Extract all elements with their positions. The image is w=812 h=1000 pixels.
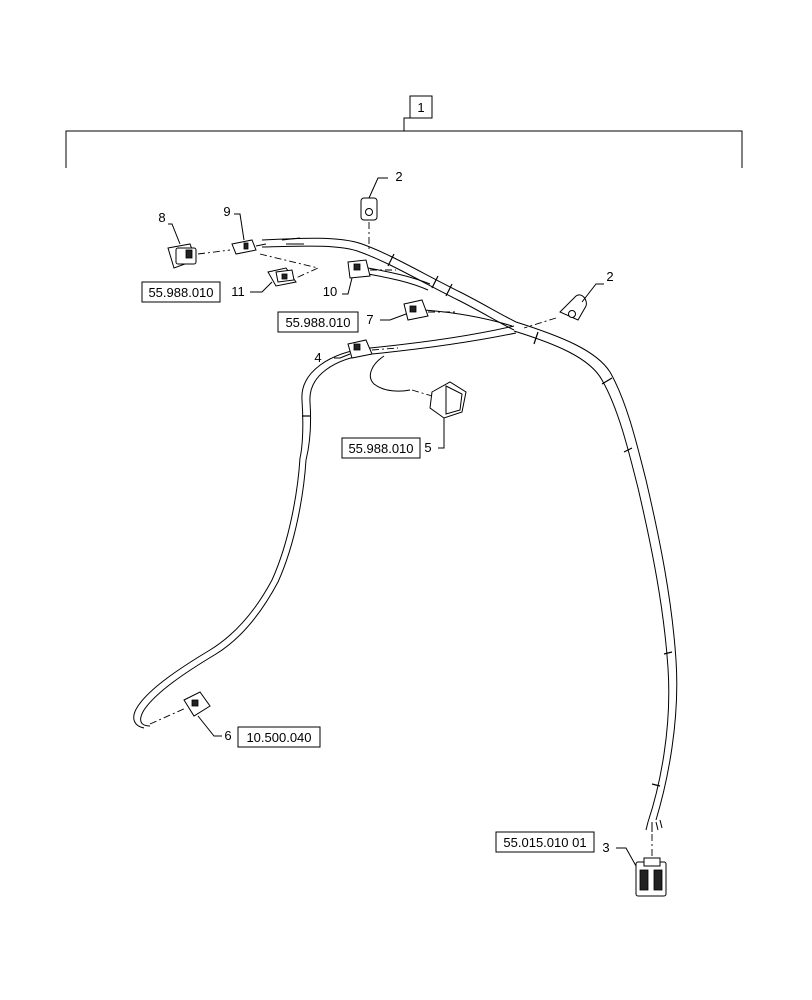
ref-box-7	[277, 311, 359, 333]
callout-2-right: 2	[606, 269, 613, 284]
ref-7: 55.988.010	[285, 315, 350, 330]
connector-6: 6 10.500.040	[149, 691, 321, 748]
connector-8: 8	[158, 210, 231, 269]
harness-trunk	[133, 237, 678, 823]
callout-10: 10	[323, 284, 337, 299]
ref-5: 55.988.010	[348, 441, 413, 456]
connector-7: 7 55.988.010	[277, 299, 458, 333]
connector-10: 10	[323, 259, 396, 299]
ref-box-11	[141, 281, 221, 303]
callout-3: 3	[602, 840, 609, 855]
connector-3: 3 55.015.010 01	[495, 819, 667, 897]
callout-8: 8	[158, 210, 165, 225]
connector-5: 5 55.988.010	[341, 381, 467, 459]
ref-3: 55.015.010 01	[503, 835, 586, 850]
connector-11: 11 55.988.010	[141, 267, 297, 303]
ref-11: 55.988.010	[148, 285, 213, 300]
callout-7: 7	[366, 312, 373, 327]
callout-6: 6	[224, 728, 231, 743]
assembly-item-label: 1	[417, 100, 424, 115]
clip-2-top: 2	[360, 169, 403, 252]
callout-11: 11	[231, 284, 245, 299]
assembly-bracket: 1	[65, 95, 743, 168]
callout-5: 5	[424, 440, 431, 455]
callout-9: 9	[223, 204, 230, 219]
assembly-item-box	[409, 95, 433, 119]
ref-box-5	[341, 437, 421, 459]
wire-ends-left	[259, 237, 320, 279]
clip-2-right: 2	[523, 269, 614, 329]
ref-6: 10.500.040	[246, 730, 311, 745]
connector-4: 4	[314, 339, 399, 365]
callout-4: 4	[314, 350, 321, 365]
ref-box-6	[237, 726, 321, 748]
connector-9: 9	[223, 204, 267, 255]
ref-box-3	[495, 831, 595, 853]
callout-2-top: 2	[395, 169, 402, 184]
